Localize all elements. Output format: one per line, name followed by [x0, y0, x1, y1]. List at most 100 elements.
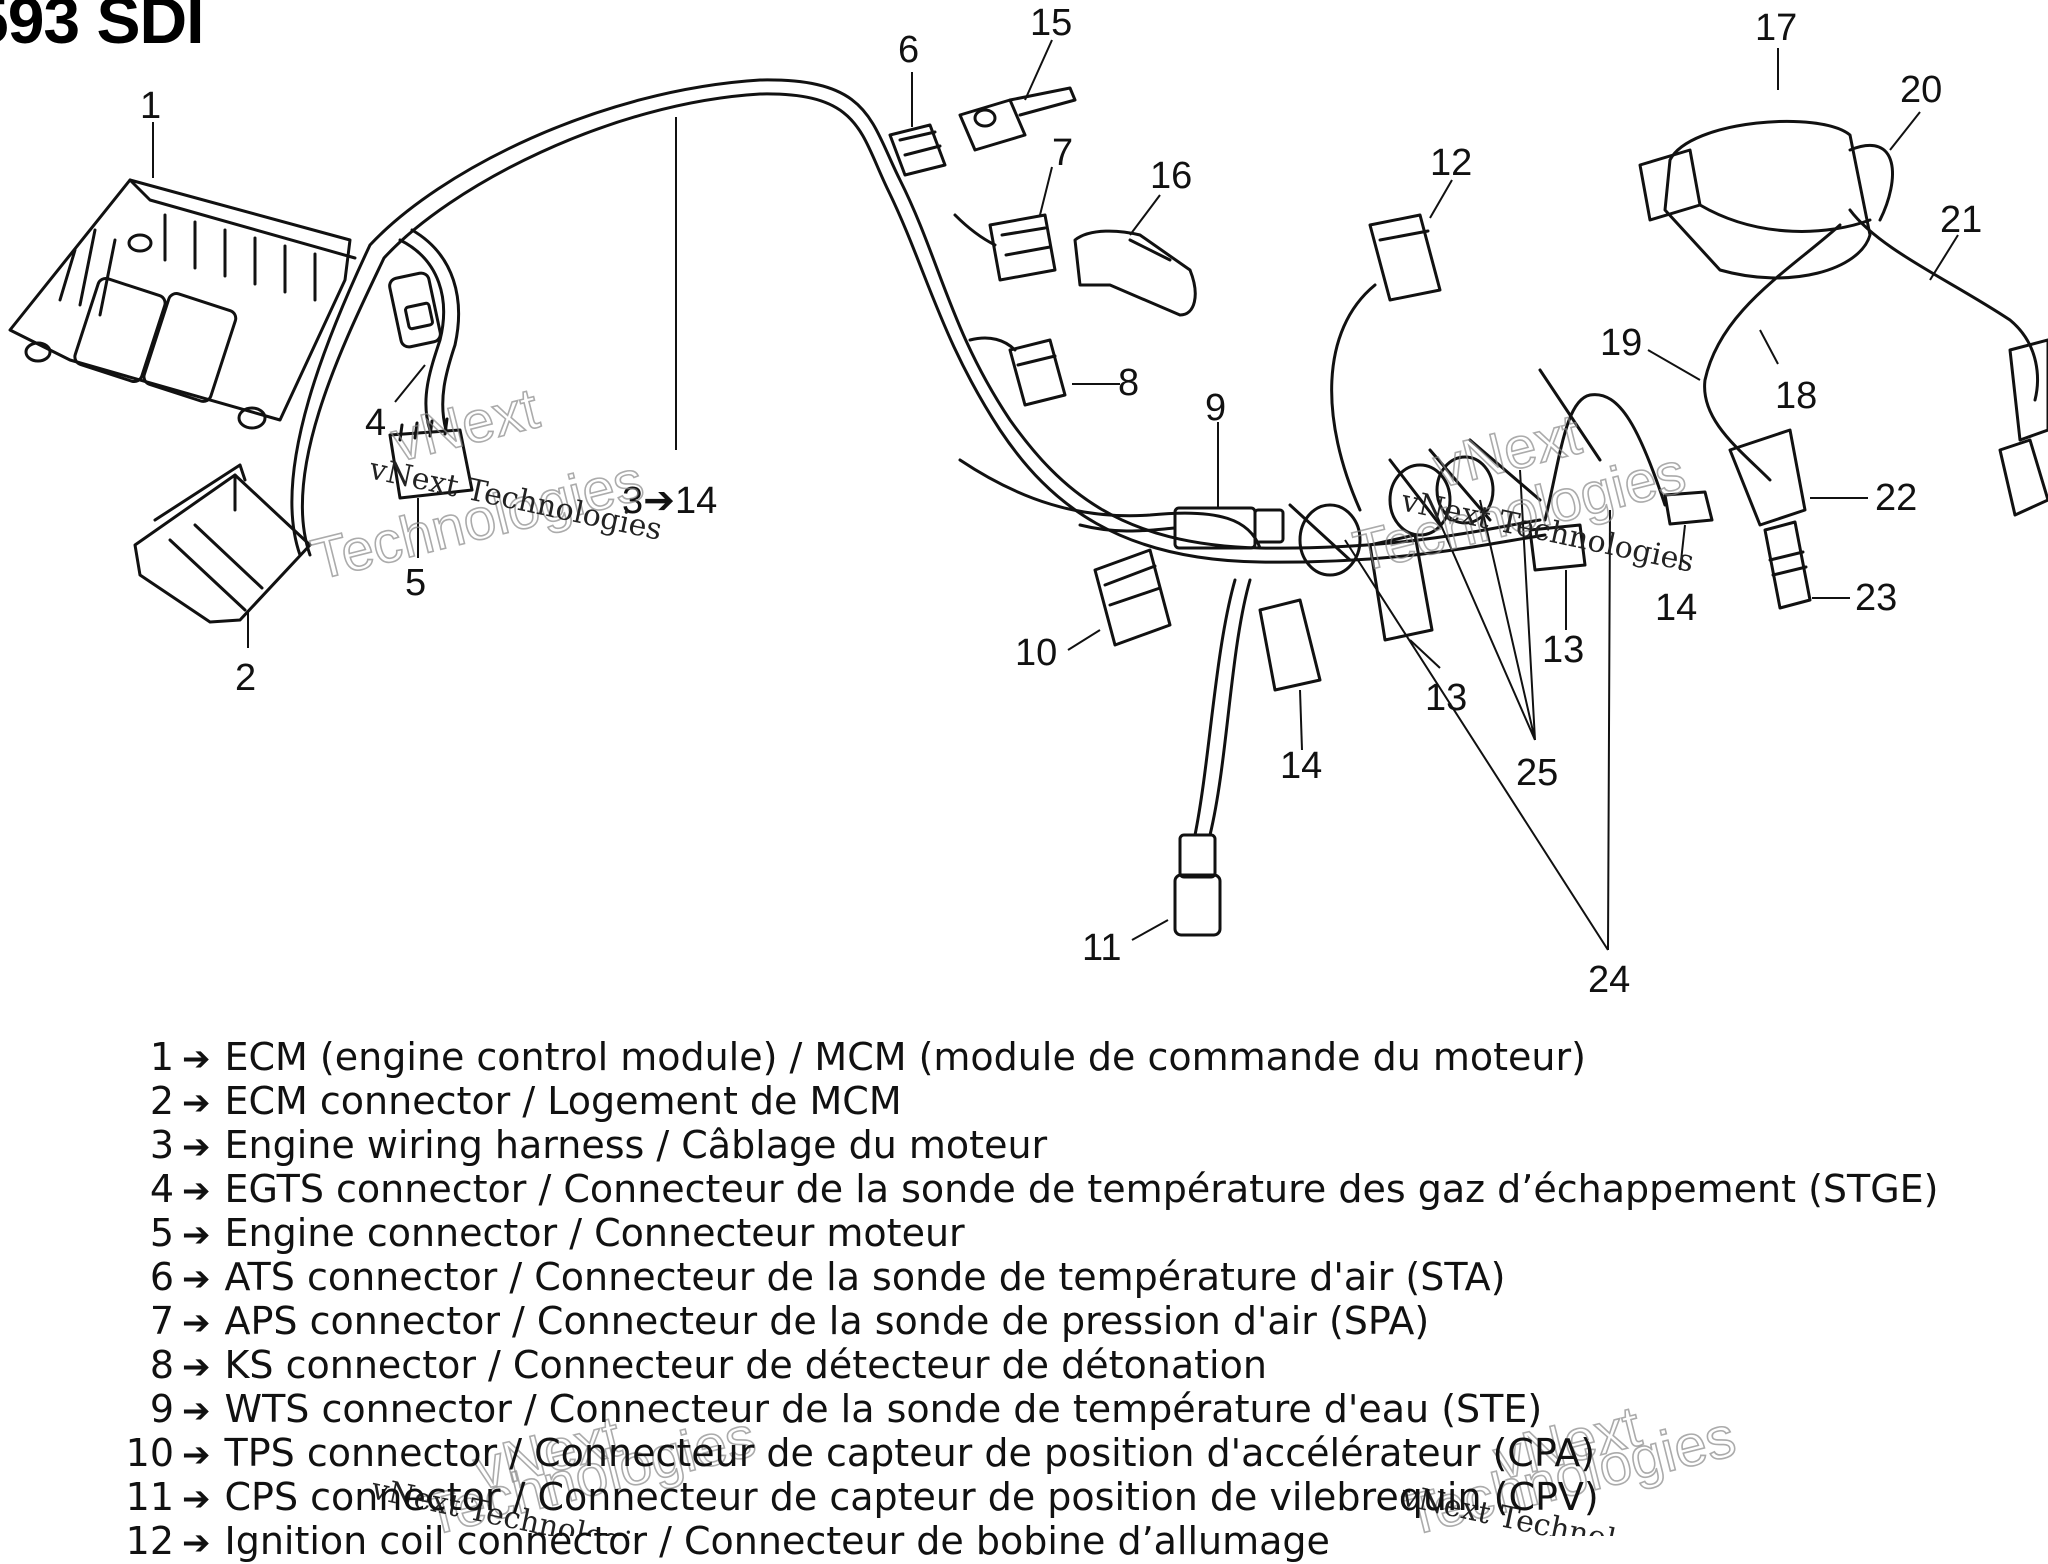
page-title: 593 SDI	[0, 0, 204, 57]
legend-text: Engine wiring harness / Câblage du moteu…	[224, 1123, 1048, 1167]
ignition-coil-connector	[1368, 213, 1442, 302]
callout-7: 7	[1052, 132, 1073, 174]
legend-text: ECM (engine control module) / MCM (modul…	[224, 1035, 1586, 1079]
legend-item: 11➔ CPS connector / Connecteur de capteur…	[120, 1476, 1939, 1520]
arrow-icon: ➔	[182, 1435, 211, 1475]
callout-13a: 13	[1425, 677, 1467, 719]
harness-connector-13a	[1368, 533, 1434, 642]
cps-connector	[1173, 833, 1222, 937]
legend-number: 11	[125, 1475, 174, 1519]
callout-9: 9	[1205, 387, 1226, 429]
arrow-icon: ➔	[182, 1171, 211, 1211]
callout-14a: 14	[1280, 745, 1322, 787]
callout-24: 24	[1588, 959, 1630, 1001]
legend-text: WTS connector / Connecteur de la sonde d…	[224, 1387, 1543, 1431]
legend-item: 6➔ ATS connector / Connecteur de la sonde…	[120, 1256, 1939, 1300]
legend-number: 4	[149, 1167, 174, 1211]
legend-text: KS connector / Connecteur de détecteur d…	[224, 1343, 1267, 1387]
legend-item: 9➔WTS connector / Connecteur de la sonde…	[120, 1388, 1939, 1432]
legend-text: Engine connector / Connecteur moteur	[224, 1211, 965, 1255]
engine-connector	[388, 417, 474, 500]
callout-21: 21	[1940, 199, 1982, 241]
legend-text: ATS connector / Connecteur de la sonde d…	[224, 1255, 1506, 1299]
legend-item: 5➔ Engine connector / Connecteur moteur	[120, 1212, 1939, 1256]
legend-item: 7➔ APS connector / Connecteur de la sonde…	[120, 1300, 1939, 1344]
legend-text: EGTS connector / Connecteur de la sonde …	[224, 1167, 1939, 1211]
callout-18: 18	[1775, 375, 1817, 417]
high-tension-wires	[1703, 143, 2039, 482]
legend-item: 1➔ ECM (engine control module) / MCM (mod…	[120, 1036, 1939, 1080]
callout-17: 17	[1755, 7, 1797, 49]
aps-connector	[988, 213, 1057, 282]
arrow-icon: ➔	[182, 1215, 211, 1255]
callout-5: 5	[405, 562, 426, 604]
legend-item: 10➔ TPS connector / Connecteur de capteur…	[120, 1432, 1939, 1476]
harness-connector-14b	[1663, 490, 1714, 526]
callout-22: 22	[1875, 477, 1917, 519]
callout-12: 12	[1430, 142, 1472, 184]
harness-connector-14a	[1258, 598, 1322, 692]
harness-connector-13b	[1528, 523, 1587, 572]
ignition-coil	[1638, 119, 1872, 280]
aps-sensor	[1073, 229, 1197, 317]
callout-11: 11	[1082, 927, 1121, 969]
legend-number: 5	[149, 1211, 174, 1255]
harness-clamps	[1288, 368, 1602, 577]
callout-4: 4	[365, 402, 386, 444]
legend-number: 10	[125, 1431, 174, 1475]
callout-10: 10	[1015, 632, 1057, 674]
leader-lines	[152, 39, 1959, 951]
tps-connector	[1093, 548, 1172, 647]
callout-8: 8	[1118, 362, 1139, 404]
arrow-icon: ➔	[182, 1039, 211, 1079]
arrow-icon: ➔	[182, 1523, 211, 1563]
legend-number: 7	[149, 1299, 174, 1343]
parts-legend: 1➔ECM (engine control module) / MCM (mod…	[120, 1036, 1939, 1564]
ecm-module	[8, 178, 357, 430]
legend-text: ECM connector / Logement de MCM	[224, 1079, 902, 1123]
legend-number: 2	[149, 1079, 174, 1123]
callout-3-14: 3➔14	[622, 480, 717, 522]
callout-1: 1	[140, 85, 161, 127]
callout-2: 2	[235, 657, 256, 699]
arrow-icon: ➔	[182, 1083, 211, 1123]
callout-13b: 13	[1542, 629, 1584, 671]
legend-number: 6	[149, 1255, 174, 1299]
ecm-connector	[133, 463, 312, 624]
arrow-icon: ➔	[182, 1479, 211, 1519]
arrow-icon: ➔	[182, 1391, 211, 1431]
callout-14b: 14	[1655, 587, 1697, 629]
legend-item: 8➔ KS connector / Connecteur de détecteur…	[120, 1344, 1939, 1388]
ats-connector	[888, 123, 947, 177]
callout-19: 19	[1600, 322, 1642, 364]
legend-text: APS connector / Connecteur de la sonde d…	[224, 1299, 1430, 1343]
arrow-icon: ➔	[182, 1347, 211, 1387]
callout-6: 6	[898, 29, 919, 71]
callout-23: 23	[1855, 577, 1897, 619]
ks-connector	[1008, 338, 1067, 407]
callout-20: 20	[1900, 69, 1942, 111]
legend-item: 2➔ ECM connector / Logement de MCM	[120, 1080, 1939, 1124]
legend-text: TPS connector / Connecteur de capteur de…	[224, 1431, 1596, 1475]
legend-number: 8	[149, 1343, 174, 1387]
ats-sensor	[958, 86, 1077, 152]
legend-number: 1	[149, 1035, 174, 1079]
legend-number: 12	[125, 1519, 174, 1563]
spark-plugs	[1763, 438, 2048, 610]
legend-text: CPS connector / Connecteur de capteur de…	[224, 1475, 1599, 1519]
arrow-icon: ➔	[182, 1303, 211, 1343]
callout-labels: 1 2 3➔14 4 5 6 7 8 9 10 11 12 13 13 13 1…	[140, 2, 1982, 1001]
legend-item: 4➔ EGTS connector / Connecteur de la sond…	[120, 1168, 1939, 1212]
legend-item: 12➔ Ignition coil connector / Connecteur …	[120, 1520, 1939, 1564]
legend-number: 3	[149, 1123, 174, 1167]
legend-text: Ignition coil connector / Connecteur de …	[224, 1519, 1330, 1563]
engine-wiring-harness	[290, 78, 1547, 564]
callout-15: 15	[1030, 2, 1072, 44]
arrow-icon: ➔	[182, 1127, 211, 1167]
callout-25: 25	[1516, 752, 1558, 794]
egts-connector	[388, 271, 442, 349]
legend-item: 3➔ Engine wiring harness / Câblage du mot…	[120, 1124, 1939, 1168]
spark-plug-caps	[1728, 338, 2048, 527]
arrow-icon: ➔	[182, 1259, 211, 1299]
